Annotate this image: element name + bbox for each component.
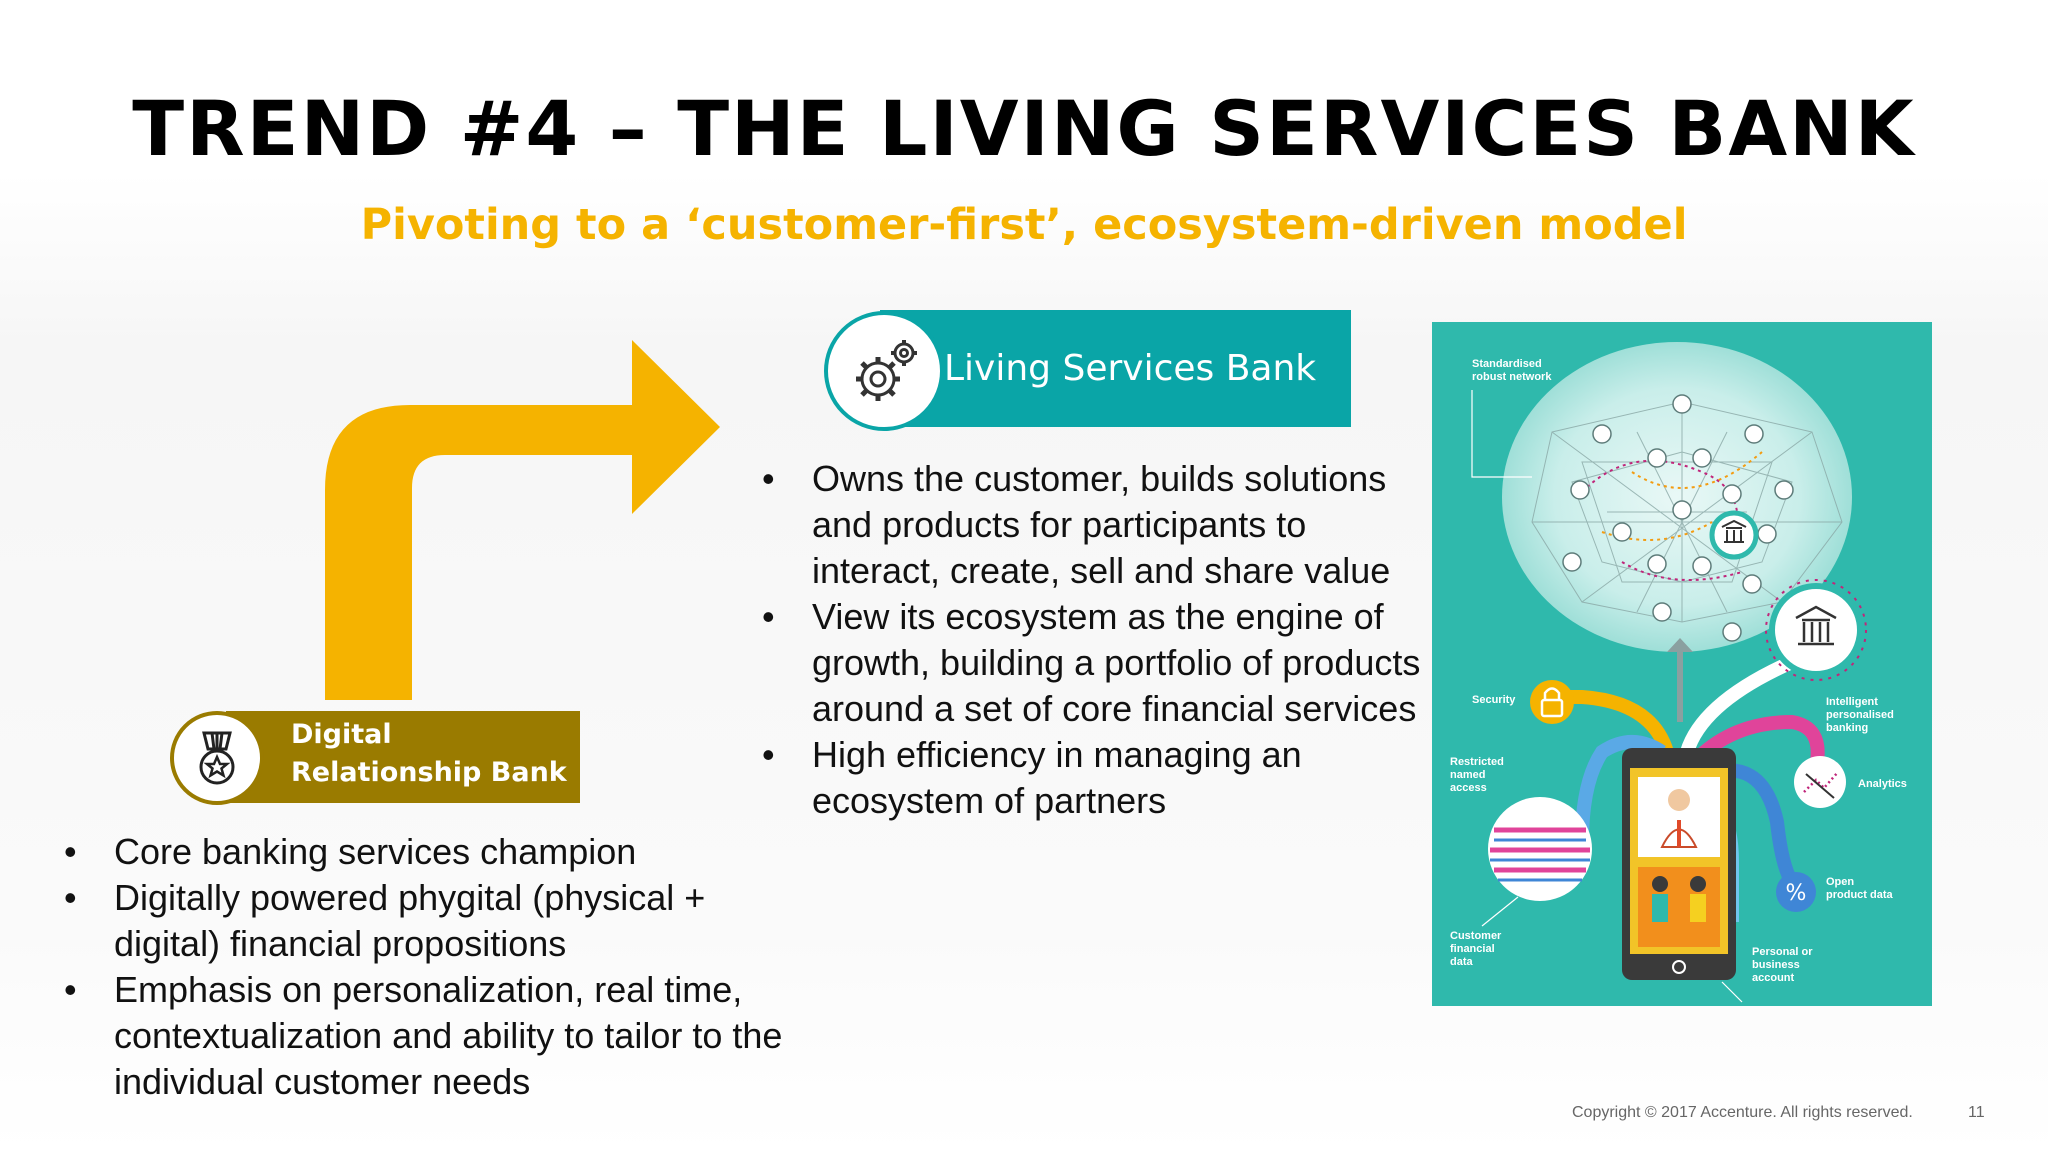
intelligent-banking-label: Intelligent personalised banking [1826, 696, 1894, 734]
security-label: Security [1472, 694, 1516, 706]
network-label: Standardised robust network [1472, 358, 1552, 383]
digital-relationship-bank-label: Digital Relationship Bank [291, 719, 567, 788]
ecosystem-illustration: % [1471, 342, 1867, 1003]
living-services-bank-badge [824, 311, 944, 431]
slide-title: TREND #4 – THE LIVING SERVICES BANK [132, 84, 1916, 173]
slide-subtitle: Pivoting to a ‘customer-first’, ecosyste… [360, 200, 1688, 250]
list-item: Owns the customer, builds solutions and … [762, 456, 1422, 594]
ecosystem-infographic: % Standardised robust network Security R… [1432, 322, 1932, 1006]
list-item: Digitally powered phygital (physical + d… [64, 875, 804, 967]
list-item: High efficiency in managing an ecosystem… [762, 732, 1422, 824]
medal-icon [199, 731, 235, 785]
analytics-label: Analytics [1858, 778, 1907, 790]
transition-arrow-icon [325, 340, 720, 700]
restricted-access-label: Restricted named access [1450, 756, 1504, 794]
page-number: 11 [1968, 1104, 1985, 1121]
svg-text:%: % [1786, 881, 1807, 906]
digital-relationship-bank-banner [226, 711, 580, 803]
digital-relationship-bank-badge [170, 711, 264, 805]
personal-account-label: Personal or business account [1752, 946, 1813, 984]
living-services-bank-label: Living Services Bank [944, 348, 1317, 389]
list-item: Core banking services champion [64, 829, 804, 875]
digital-relationship-bank-bullets: Core banking services champion Digitally… [64, 829, 804, 1105]
living-services-bank-banner [880, 310, 1351, 427]
list-item: Emphasis on personalization, real time, … [64, 967, 804, 1105]
open-product-data-label: Open product data [1826, 876, 1893, 901]
copyright-text: Copyright © 2017 Accenture. All rights r… [1572, 1104, 1913, 1121]
list-item: View its ecosystem as the engine of grow… [762, 594, 1422, 732]
living-services-bank-bullets: Owns the customer, builds solutions and … [762, 456, 1422, 824]
gears-icon [856, 340, 917, 401]
customer-data-label: Customer financial data [1450, 930, 1502, 968]
